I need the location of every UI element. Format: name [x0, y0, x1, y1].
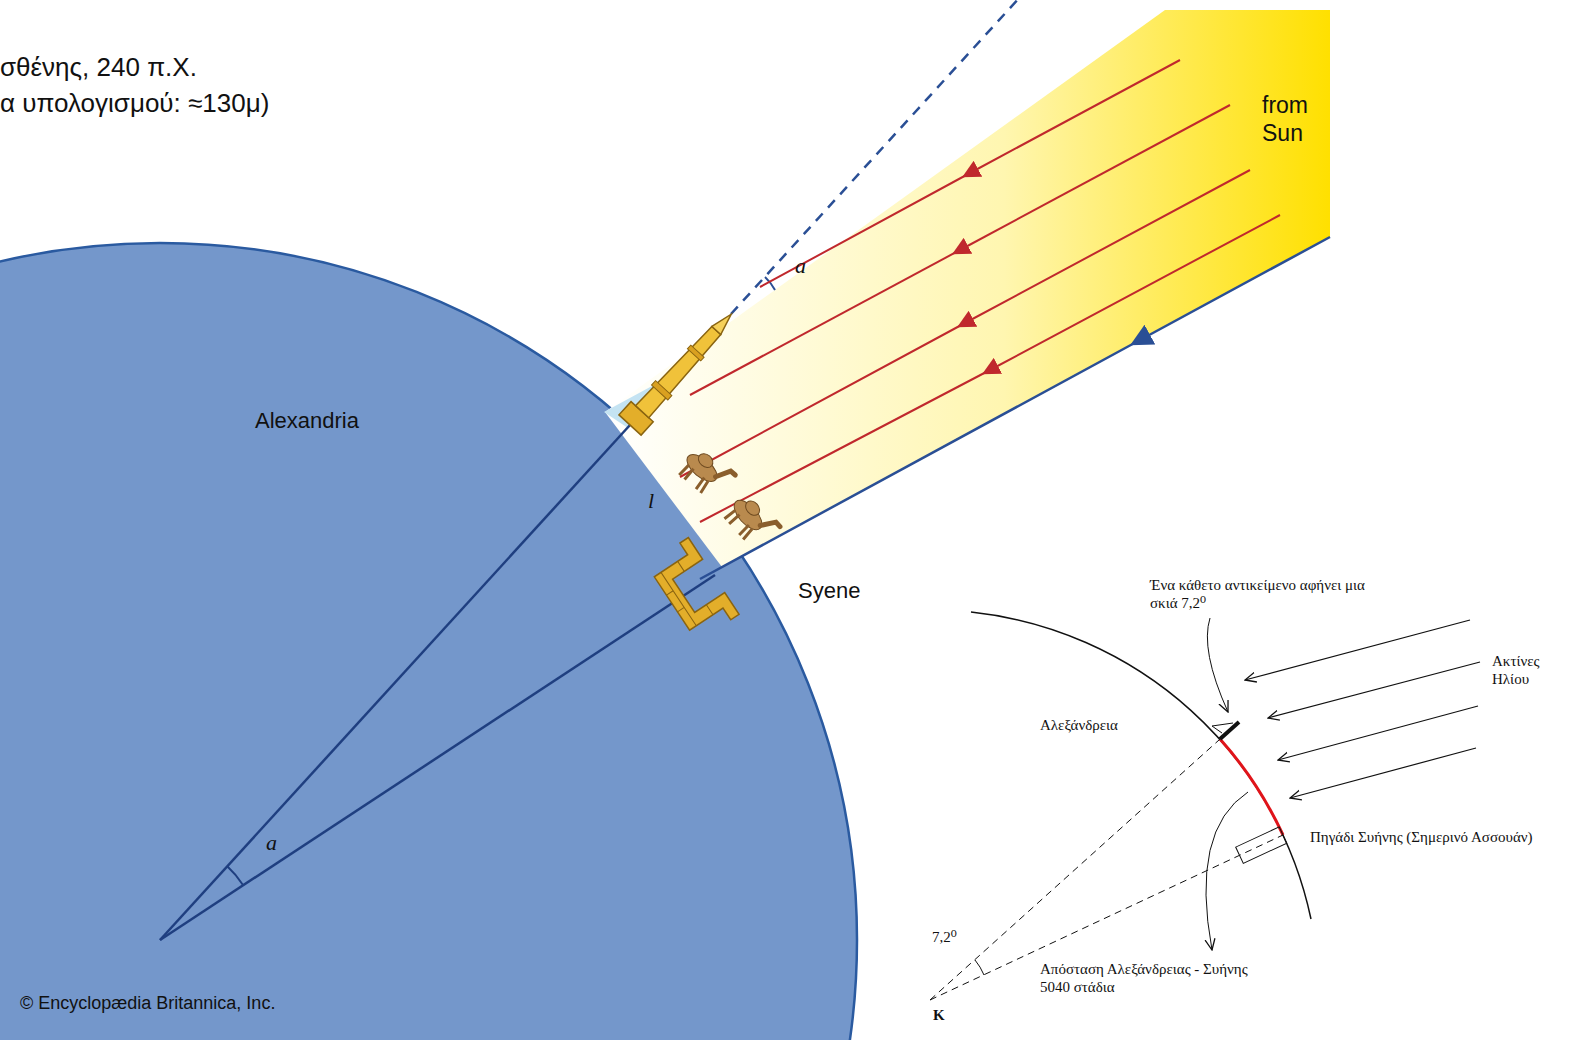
title-fragment: σθένης, 240 π.Χ. [0, 52, 197, 83]
earth-arc [971, 612, 1311, 919]
camel [721, 491, 780, 551]
sun-beam [605, 10, 1330, 567]
well-ray [700, 237, 1330, 579]
radius-line [160, 425, 630, 940]
sun-ray [700, 215, 1280, 522]
leader-line [1206, 792, 1248, 950]
distance-note: Απόσταση Αλεξάνδρειας - Συήνης 5040 στάδ… [1040, 960, 1275, 996]
angle-arc [227, 866, 243, 885]
sun-arrow [1245, 620, 1470, 680]
sun-label: from Sun [1262, 92, 1332, 147]
centre-label: K [933, 1006, 945, 1024]
dashed-radius [930, 722, 1239, 1000]
camel [675, 444, 735, 502]
dashed-vertical [731, 0, 1021, 314]
syene-well [647, 538, 739, 642]
radius-line [160, 575, 715, 940]
well-symbol [1236, 827, 1287, 864]
angle-arc [975, 960, 984, 975]
sun-ray [680, 170, 1250, 477]
sun-arrow [1290, 748, 1476, 798]
copyright-note: © Encyclopædia Britannica, Inc. [20, 993, 275, 1015]
place-label: Alexandria [255, 408, 359, 434]
stick-shadow [1212, 723, 1233, 733]
obelisk [619, 304, 742, 435]
angle-label: 7,2⁰ [932, 928, 957, 946]
title-fragment: α υπολογισμού: ≈130μ) [0, 88, 269, 119]
sun-arrow [1278, 706, 1478, 760]
sun-ray [690, 105, 1230, 395]
stick-note: Ένα κάθετο αντικείμενο αφήνει μια σκιά 7… [1150, 576, 1365, 612]
dashed-radius [930, 835, 1283, 1000]
sun-arrow [1268, 662, 1480, 718]
leader-line [1207, 618, 1228, 712]
sun-ray [760, 60, 1180, 287]
arc-length-label: l [648, 488, 654, 514]
angle-label: a [795, 253, 806, 279]
place-label: Syene [798, 578, 860, 604]
well-note: Πηγάδι Συήνης (Σημερινό Ασσουάν) [1310, 828, 1550, 846]
sun-rays-label: Ακτίνες Ηλίου [1492, 652, 1572, 688]
distance-arc [1220, 739, 1283, 835]
place-label: Αλεξάνδρεια [1040, 716, 1118, 734]
angle-label: a [266, 830, 277, 856]
